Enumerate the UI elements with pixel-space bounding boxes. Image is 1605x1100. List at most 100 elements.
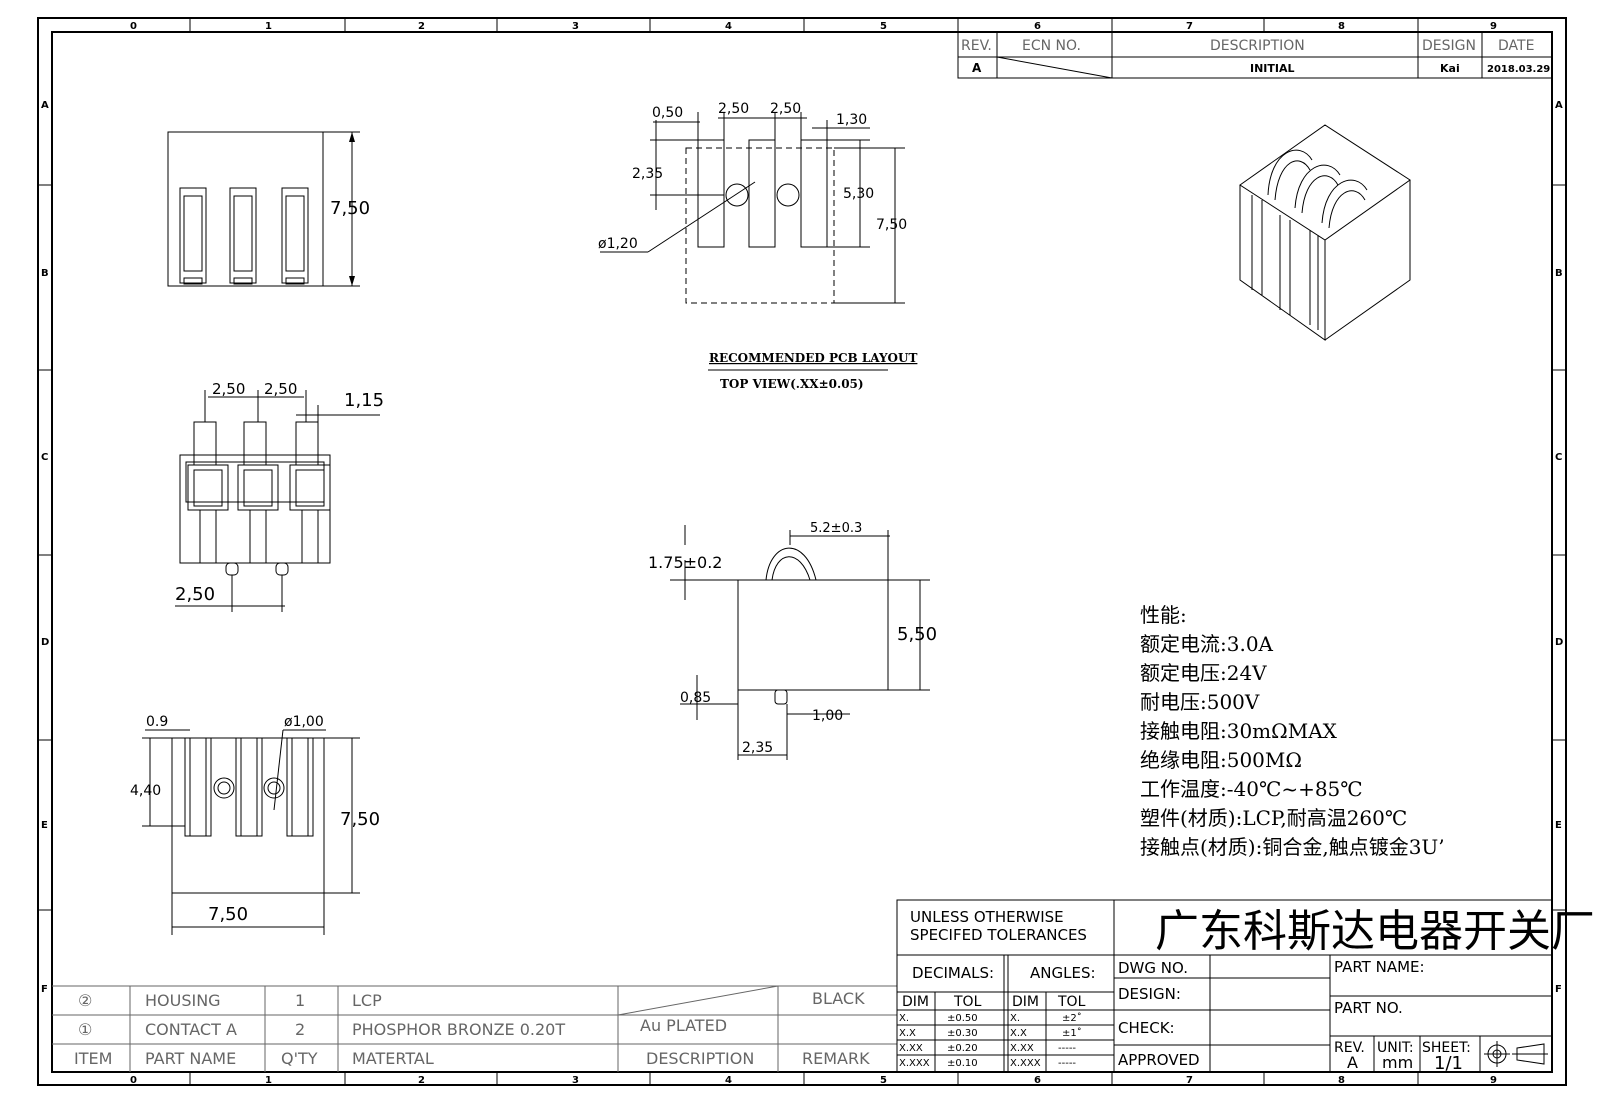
bottom-dim-width: 7,50 bbox=[208, 904, 248, 925]
spec-line: 接触点(材质):铜合金,触点镀金3U’ bbox=[1140, 835, 1445, 859]
spec-line: 塑件(材质):LCP,耐高温260℃ bbox=[1140, 806, 1407, 830]
decimal-tol: ±0.10 bbox=[947, 1058, 978, 1069]
zone-row-label: A bbox=[41, 100, 49, 111]
spec-line: 绝缘电阻:500MΩ bbox=[1140, 748, 1302, 772]
zone-col-label: 7 bbox=[1186, 1075, 1193, 1086]
tol-header: TOL bbox=[953, 994, 982, 1010]
pcb-dim-050: 0,50 bbox=[652, 105, 683, 121]
pcb-hole-dim: ø1,20 bbox=[598, 236, 638, 252]
side-view-dims: 5.2±0.3 1.75±0.2 5,50 0,85 1,00 2,35 bbox=[648, 521, 937, 756]
pcb-dim-130: 1,30 bbox=[836, 112, 867, 128]
bom-table: ② HOUSING 1 LCP BLACK ① CONTACT A 2 PHOS… bbox=[52, 985, 897, 1072]
part-no-label: PART NO. bbox=[1334, 999, 1403, 1017]
rev-value: A bbox=[972, 61, 982, 75]
unit-value: mm bbox=[1382, 1053, 1413, 1072]
bom-item: ① bbox=[78, 1020, 92, 1039]
dim-header: DIM bbox=[1012, 994, 1039, 1010]
bom-material: PHOSPHOR BRONZE 0.20T bbox=[352, 1020, 565, 1039]
zone-row-label: D bbox=[1555, 637, 1563, 648]
pcb-dim-750: 7,50 bbox=[876, 217, 907, 233]
isometric-view bbox=[1239, 124, 1411, 341]
dwg-no-label: DWG NO. bbox=[1118, 959, 1188, 977]
check-label: CHECK: bbox=[1118, 1019, 1175, 1037]
decimal-tol: ±0.30 bbox=[947, 1028, 978, 1039]
spec-line: 额定电压:24V bbox=[1140, 661, 1267, 685]
rev-value: A bbox=[1347, 1053, 1358, 1072]
zone-row-label: B bbox=[1555, 268, 1563, 279]
rev-label: REV. bbox=[1334, 1040, 1365, 1056]
spec-line: 额定电流:3.0A bbox=[1140, 632, 1274, 656]
bom-description: Au PLATED bbox=[640, 1016, 727, 1035]
bottom-view-dims: 0.9 ø1,00 4,40 7,50 7,50 bbox=[130, 714, 380, 925]
front-dim-pitch-1: 2,50 bbox=[212, 380, 245, 398]
zone-col-label: 9 bbox=[1490, 1075, 1497, 1086]
zone-col-label: 6 bbox=[1034, 21, 1041, 32]
zone-col-label: 7 bbox=[1186, 21, 1193, 32]
zone-row-label: D bbox=[41, 637, 49, 648]
pcb-dim-250b: 2,50 bbox=[770, 101, 801, 117]
decimal-tol: ±0.50 bbox=[947, 1013, 978, 1024]
angle-dim: X. bbox=[1010, 1013, 1020, 1024]
angle-tol: ±1˚ bbox=[1062, 1027, 1082, 1039]
bom-header-remark: REMARK bbox=[802, 1049, 870, 1068]
ecn-header: ECN NO. bbox=[1022, 38, 1081, 54]
decimal-dim: X. bbox=[899, 1013, 909, 1024]
date-header: DATE bbox=[1498, 38, 1534, 54]
top-view: 7,50 bbox=[167, 131, 370, 287]
side-dim-pin: 1,00 bbox=[812, 708, 843, 724]
front-dim-bottom: 2,50 bbox=[175, 584, 215, 605]
zone-col-label: 4 bbox=[725, 21, 732, 32]
description-header: DESCRIPTION bbox=[1210, 38, 1305, 54]
design-label: DESIGN: bbox=[1118, 985, 1181, 1003]
drawing-border bbox=[37, 17, 1567, 1086]
sheet-value: 1/1 bbox=[1434, 1053, 1463, 1074]
spec-line: 接触电阻:30mΩMAX bbox=[1140, 719, 1338, 743]
side-dim-top: 5.2±0.3 bbox=[810, 521, 862, 536]
front-dim-pitch-2: 2,50 bbox=[264, 380, 297, 398]
angle-dim: X.XX bbox=[1010, 1043, 1034, 1054]
zone-col-label: 0 bbox=[130, 1075, 137, 1086]
zone-row-label: C bbox=[41, 452, 48, 463]
design-value: Kai bbox=[1440, 62, 1460, 75]
zone-row-label: E bbox=[41, 820, 48, 831]
bottom-dim-b: 4,40 bbox=[130, 783, 161, 799]
side-dim-offset: 2,35 bbox=[742, 740, 773, 756]
zone-col-label: 2 bbox=[418, 1075, 425, 1086]
pcb-layout-view: 0,50 2,50 2,50 1,30 2,35 5,30 7,50 ø1,20… bbox=[598, 101, 917, 391]
zone-row-label: A bbox=[1555, 100, 1563, 111]
zone-row-label: F bbox=[1555, 984, 1562, 995]
bom-header-item: ITEM bbox=[74, 1049, 112, 1068]
bottom-view bbox=[142, 729, 360, 935]
zone-row-label: F bbox=[41, 984, 48, 995]
zone-labels: 0 1 2 3 4 5 6 7 8 9 0 1 2 3 4 5 6 7 8 9 … bbox=[41, 21, 1563, 1086]
bottom-dim-hole: ø1,00 bbox=[284, 714, 324, 730]
zone-col-label: 1 bbox=[265, 21, 272, 32]
zone-col-label: 3 bbox=[572, 21, 579, 32]
unit-label: UNIT: bbox=[1377, 1040, 1414, 1056]
side-dim-foot: 0,85 bbox=[680, 690, 711, 706]
side-view bbox=[670, 525, 930, 760]
revision-table: REV. ECN NO. DESCRIPTION DESIGN DATE A I… bbox=[957, 31, 1553, 79]
decimal-dim: X.XXX bbox=[899, 1058, 930, 1069]
part-name-label: PART NAME: bbox=[1334, 958, 1425, 976]
zone-row-label: E bbox=[1555, 820, 1562, 831]
pcb-layout-subtitle: TOP VIEW(.XX±0.05) bbox=[720, 377, 864, 391]
zone-row-label: B bbox=[41, 268, 49, 279]
title-block: UNLESS OTHERWISE SPECIFED TOLERANCES 广东科… bbox=[896, 899, 1595, 1074]
front-dim-width: 1,15 bbox=[344, 390, 384, 411]
bom-header-description: DESCRIPTION bbox=[646, 1049, 754, 1068]
side-dim-tip: 1.75±0.2 bbox=[648, 553, 722, 572]
date-value: 2018.03.29 bbox=[1487, 64, 1550, 75]
dim-header: DIM bbox=[902, 994, 929, 1010]
zone-col-label: 9 bbox=[1490, 21, 1497, 32]
angle-dim: X.XXX bbox=[1010, 1058, 1041, 1069]
bom-qty: 2 bbox=[295, 1020, 305, 1039]
zone-col-label: 5 bbox=[880, 21, 887, 32]
zone-col-label: 6 bbox=[1034, 1075, 1041, 1086]
company-name: 广东科斯达电器开关厂 bbox=[1155, 906, 1595, 957]
side-dim-height: 5,50 bbox=[897, 624, 937, 645]
bom-header-material: MATERTAL bbox=[352, 1049, 434, 1068]
zone-row-label: C bbox=[1555, 452, 1562, 463]
spec-line: 耐电压:500V bbox=[1140, 690, 1260, 714]
approved-label: APPROVED bbox=[1118, 1051, 1200, 1069]
